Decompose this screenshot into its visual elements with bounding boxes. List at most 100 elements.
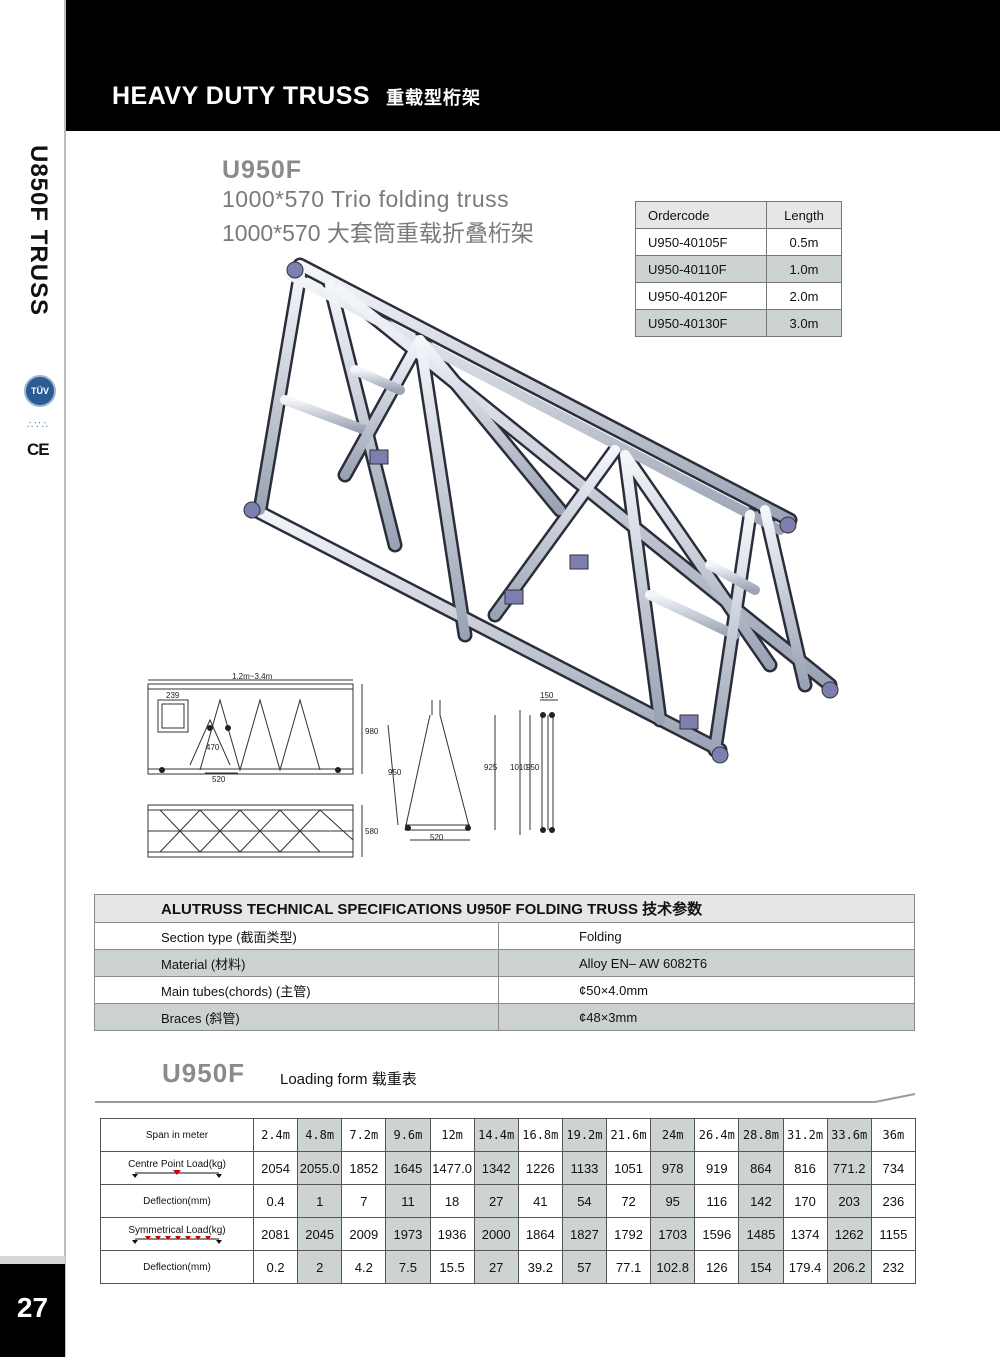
page-title-en: HEAVY DUTY TRUSS [112, 82, 371, 110]
centre-load-cell: 2054 [252, 1151, 299, 1185]
sym-load-cell: 1973 [385, 1217, 431, 1251]
span-cell: 16.8m [517, 1118, 563, 1152]
centre-load-cell: 771.2 [826, 1151, 872, 1185]
centre-load-label: Centre Point Load(kg) [128, 1158, 226, 1170]
centre-deflection-cell: 54 [561, 1184, 608, 1218]
spec-row: Material (材料) Alloy EN– AW 6082T6 [94, 949, 915, 977]
centre-load-cell: 1133 [561, 1151, 608, 1185]
sym-deflection-cell: 126 [694, 1250, 740, 1284]
span-cell: 2.4m [252, 1118, 299, 1152]
page-number-strip [0, 1256, 65, 1264]
centre-load-cell: 919 [694, 1151, 740, 1185]
sym-deflection-cell: 154 [738, 1250, 784, 1284]
page-number: 27 [16, 1292, 49, 1323]
centre-deflection-cell: 116 [694, 1184, 740, 1218]
spec-row: Main tubes(chords) (主管) ¢50×4.0mm [94, 976, 915, 1004]
vertical-section-label: U850F TRUSS [25, 145, 52, 317]
span-cell: 24m [650, 1118, 696, 1152]
centre-load-cell: 864 [738, 1151, 784, 1185]
loading-divider [95, 1093, 915, 1103]
dim-end-top: 150 [540, 691, 554, 700]
centre-load-cell: 1477.0 [429, 1151, 475, 1185]
span-cell: 33.6m [826, 1118, 872, 1152]
specifications-table: ALUTRUSS TECHNICAL SPECIFICATIONS U950F … [94, 894, 915, 1031]
span-cell: 4.8m [297, 1118, 343, 1152]
span-cell: 12m [429, 1118, 475, 1152]
ordercode-cell: U950-40110F [635, 255, 767, 283]
dim-front-box: 239 [166, 691, 180, 700]
dim-top-height: 580 [365, 827, 379, 836]
sym-load-cell: 1374 [782, 1217, 828, 1251]
ordercode-header-row: Ordercode Length [635, 201, 842, 229]
sym-deflection-cell: 15.5 [429, 1250, 475, 1284]
sym-load-arrow-icon [132, 1235, 222, 1244]
truss-3d-illustration [243, 257, 839, 764]
centre-deflection-cell: 7 [341, 1184, 387, 1218]
ordercode-table: Ordercode Length U950-40105F 0.5m U950-4… [635, 201, 842, 337]
ordercode-row: U950-40130F 3.0m [635, 309, 842, 337]
ce-mark-icon: CE [27, 440, 50, 459]
sym-load-label: Symmetrical Load(kg) [128, 1224, 226, 1236]
page-title: HEAVY DUTY TRUSS 重载型桁架 [112, 82, 481, 111]
sym-load-cell: 2000 [473, 1217, 519, 1251]
spec-key: Main tubes(chords) (主管) [94, 976, 499, 1004]
page-number-box [0, 1264, 65, 1357]
spec-value: Alloy EN– AW 6082T6 [498, 949, 915, 977]
spec-row: Braces (斜管) ¢48×3mm [94, 1003, 915, 1031]
centre-deflection-cell: 18 [429, 1184, 475, 1218]
ordercode-cell: U950-40120F [635, 282, 767, 310]
row-label-sym-deflection: Deflection(mm) [100, 1250, 254, 1284]
sym-load-cell: 1936 [429, 1217, 475, 1251]
span-cell: 36m [870, 1118, 917, 1152]
centre-deflection-cell: 27 [473, 1184, 519, 1218]
ordercode-cell: U950-40130F [635, 309, 767, 337]
span-cell: 26.4m [694, 1118, 740, 1152]
length-cell: 3.0m [766, 309, 842, 337]
centre-load-cell: 734 [870, 1151, 917, 1185]
product-model: U950F [222, 156, 303, 184]
row-label-centre-load: Centre Point Load(kg) [100, 1151, 254, 1185]
dim-front-height: 980 [365, 727, 379, 736]
sym-deflection-cell: 206.2 [826, 1250, 872, 1284]
spec-key: Section type (截面类型) [94, 922, 499, 950]
sym-deflection-cell: 102.8 [650, 1250, 696, 1284]
spec-value: Folding [498, 922, 915, 950]
dim-side-bottom: 520 [430, 833, 444, 842]
sym-load-cell: 1485 [738, 1217, 784, 1251]
sym-load-cell: 1596 [694, 1217, 740, 1251]
length-header: Length [766, 201, 842, 229]
dim-front-width: 1.2m~3.4m [232, 672, 273, 681]
product-subtitle-cn: 1000*570 大套筒重载折叠桁架 [222, 220, 534, 246]
centre-deflection-cell: 203 [826, 1184, 872, 1218]
centre-load-cell: 2055.0 [297, 1151, 343, 1185]
sym-deflection-cell: 0.2 [252, 1250, 299, 1284]
span-cell: 7.2m [341, 1118, 387, 1152]
span-cell: 9.6m [385, 1118, 431, 1152]
specifications-title: ALUTRUSS TECHNICAL SPECIFICATIONS U950F … [94, 894, 915, 923]
sym-deflection-cell: 57 [561, 1250, 608, 1284]
sym-load-cell: 1155 [870, 1217, 917, 1251]
centre-deflection-cell: 11 [385, 1184, 431, 1218]
centre-load-cell: 1051 [605, 1151, 652, 1185]
centre-deflection-cell: 72 [605, 1184, 652, 1218]
ordercode-row: U950-40110F 1.0m [635, 255, 842, 283]
ordercode-header: Ordercode [635, 201, 767, 229]
centre-load-cell: 978 [650, 1151, 696, 1185]
sym-deflection-cell: 2 [297, 1250, 343, 1284]
dim-end-outer: 1010 [510, 763, 528, 772]
row-label-centre-deflection: Deflection(mm) [100, 1184, 254, 1218]
span-cell: 31.2m [782, 1118, 828, 1152]
centre-load-cell: 1342 [473, 1151, 519, 1185]
dim-front-bottom: 520 [212, 775, 226, 784]
loading-model: U950F [162, 1058, 246, 1088]
spec-value: ¢48×3mm [498, 1003, 915, 1031]
span-cell: 21.6m [605, 1118, 652, 1152]
spec-value: ¢50×4.0mm [498, 976, 915, 1004]
dim-side-height: 925 [484, 763, 498, 772]
page-title-cn: 重载型桁架 [386, 88, 482, 108]
sym-load-cell: 1703 [650, 1217, 696, 1251]
